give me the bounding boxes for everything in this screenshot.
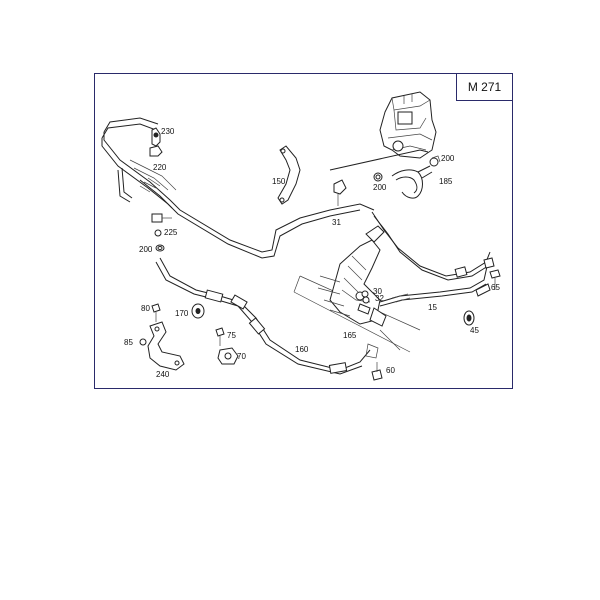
part-labels: 230 220 150 200 185 200 31 225 200 65 30…	[124, 127, 500, 379]
label-170: 170	[175, 309, 189, 318]
bolt-80	[151, 303, 161, 322]
clamp-70	[217, 347, 239, 365]
label-65: 65	[491, 283, 500, 292]
label-75: 75	[227, 331, 236, 340]
bolt-60	[371, 362, 383, 381]
steering-rack	[293, 225, 421, 353]
bolt-65	[489, 269, 501, 290]
washer-85	[139, 338, 147, 346]
diagram-frame	[94, 73, 513, 389]
label-240: 240	[156, 370, 170, 379]
label-165: 165	[343, 331, 357, 340]
label-230: 230	[161, 127, 175, 136]
clip-31	[333, 179, 347, 206]
label-185: 185	[439, 177, 453, 186]
label-160: 160	[295, 345, 309, 354]
label-32: 32	[375, 294, 384, 303]
clamp-200-top	[373, 172, 383, 182]
bracket-150	[277, 145, 301, 205]
pipe-assembly-220	[101, 117, 375, 259]
seal-30-32	[357, 290, 371, 315]
label-31: 31	[332, 218, 341, 227]
label-15: 15	[428, 303, 437, 312]
label-150: 150	[272, 177, 286, 186]
return-hose-185	[391, 155, 441, 199]
pipe-15	[371, 211, 495, 307]
connector-220	[149, 145, 163, 157]
label-200-mid: 200	[373, 183, 387, 192]
label-60: 60	[386, 366, 395, 375]
label-70: 70	[237, 352, 246, 361]
bolt-230	[151, 127, 161, 147]
washer-45	[463, 310, 475, 326]
label-85: 85	[124, 338, 133, 347]
label-200-top: 200	[441, 154, 455, 163]
label-30: 30	[373, 287, 382, 296]
label-45: 45	[470, 326, 479, 335]
reservoir-pump	[379, 91, 437, 159]
bushing-170	[191, 303, 205, 319]
leader-line	[329, 149, 429, 171]
model-label: M 271	[456, 73, 513, 101]
label-80: 80	[141, 304, 150, 313]
label-220: 220	[153, 163, 167, 172]
label-200-left: 200	[139, 245, 153, 254]
bolt-75	[215, 327, 225, 346]
fitting-225	[151, 213, 172, 237]
bracket-240	[147, 321, 185, 371]
pipe-160	[155, 257, 379, 375]
label-225: 225	[164, 228, 178, 237]
clamp-200-left	[155, 244, 165, 252]
